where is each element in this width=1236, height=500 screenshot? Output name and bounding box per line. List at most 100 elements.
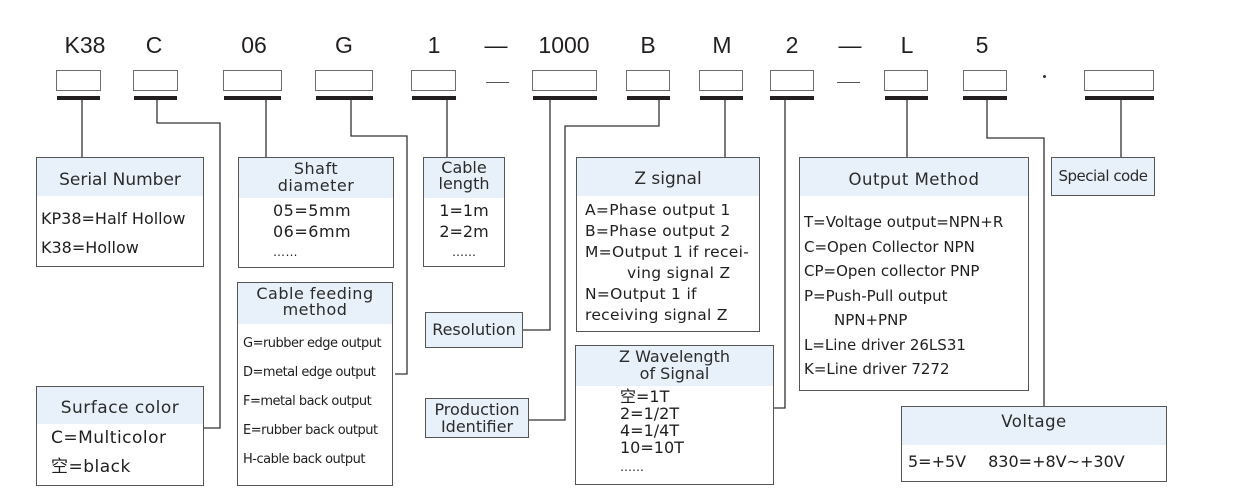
slot-shaft (223, 70, 282, 91)
cable-length-option: 1=1m (439, 201, 489, 220)
code-z-signal: B (640, 32, 656, 58)
surface-color-option: C=Multicolor (51, 428, 167, 448)
separator-dash (486, 82, 509, 83)
z-wavelength-option: 10=10T (620, 438, 684, 457)
output-method-option: K=Line driver 7272 (804, 360, 950, 378)
separator-dot (1043, 75, 1046, 78)
slot-bar (770, 96, 814, 100)
shaft-option-more: …… (273, 245, 298, 259)
z-signal-option: N=Output 1 if (585, 285, 697, 303)
shaft-title-line: Shaft (293, 159, 339, 178)
cable-length-option: 2=2m (439, 222, 489, 241)
z-signal-box: Z signal A=Phase output 1 B=Phase output… (576, 157, 760, 332)
slot-bar (134, 96, 177, 100)
connector-voltage (986, 100, 1045, 406)
slot-cable-feed (315, 70, 373, 91)
z-wavelength-option: 4=1/4T (620, 421, 680, 440)
z-wavelength-option: 空=1T (620, 387, 670, 406)
output-method-box: Output Method T=Voltage output=NPN+R C=O… (799, 157, 1029, 391)
z-signal-option-cont: ving signal Z (627, 264, 731, 282)
slot-bar (627, 96, 670, 100)
slot-bar (963, 96, 1007, 100)
shaft-title-line: diameter (277, 176, 355, 195)
connector-resolution (522, 100, 551, 331)
output-method-title: Output Method (800, 158, 1028, 196)
special-code-label: Special code (1051, 157, 1155, 196)
cable-feeding-option: F=metal back output (243, 394, 372, 409)
serial-option: KP38=Half Hollow (41, 209, 186, 228)
code-shaft: 06 (241, 32, 267, 58)
cable-length-title-line: length (438, 174, 490, 193)
slot-z-wavelength (770, 70, 814, 91)
code-separator-2: — (838, 32, 862, 58)
code-cable-feed: G (335, 32, 353, 58)
slot-bar (533, 96, 597, 100)
output-method-option-cont: NPN+PNP (834, 311, 908, 329)
cable-feeding-title-line: method (282, 300, 348, 319)
surface-color-option: 空=black (51, 457, 131, 477)
output-method-option: T=Voltage output=NPN+R (804, 213, 1004, 231)
shaft-option: 06=6mm (273, 222, 352, 241)
z-signal-option-cont: receiving signal Z (585, 306, 728, 324)
cable-feeding-title-line: Cable feeding (256, 284, 374, 303)
production-identifier-label: Production Identifier (425, 398, 529, 438)
cable-feeding-option: G=rubber edge output (243, 336, 382, 351)
slot-surface-color (133, 70, 178, 91)
cable-feeding-box: Cable feeding method G=rubber edge outpu… (237, 282, 393, 486)
slot-bar (412, 96, 456, 100)
code-separator-1: — (484, 32, 508, 58)
voltage-option: 830=+8V~+30V (988, 452, 1125, 471)
z-wavelength-box: Z Wavelength of Signal 空=1T 2=1/2T 4=1/4… (575, 345, 774, 485)
z-signal-title: Z signal (577, 158, 759, 196)
output-method-option: C=Open Collector NPN (804, 237, 975, 256)
cable-length-box: Cable length 1=1m 2=2m …… (423, 157, 505, 267)
serial-number-title: Serial Number (37, 158, 203, 196)
z-signal-option: M=Output 1 if recei- (585, 243, 750, 261)
slot-bar (700, 96, 743, 100)
code-surface-color: C (145, 32, 163, 58)
slot-bar (1085, 96, 1154, 100)
cable-length-option-more: …… (452, 245, 476, 259)
slot-bar (316, 96, 373, 100)
output-method-option: CP=Open collector PNP (804, 262, 980, 280)
code-z-wavelength: 2 (785, 32, 799, 58)
code-production: M (712, 32, 732, 58)
connector-production (528, 100, 660, 421)
z-wavelength-option-more: …… (620, 460, 644, 474)
z-wavelength-option: 2=1/2T (620, 404, 680, 423)
cable-feeding-option: D=metal edge output (243, 365, 376, 380)
z-wavelength-title-line: of Signal (639, 364, 710, 383)
voltage-title: Voltage (902, 407, 1166, 445)
code-resolution: 1000 (538, 32, 590, 58)
production-identifier-line: Identifier (440, 417, 514, 436)
cable-feeding-option: H-cable back output (243, 452, 365, 467)
z-signal-option: B=Phase output 2 (585, 222, 731, 240)
slot-resolution (532, 70, 597, 91)
code-cable-length: 1 (427, 32, 441, 58)
connector-z-wavelength (773, 100, 786, 409)
slot-special-code (1084, 70, 1154, 91)
slot-production (699, 70, 743, 91)
separator-dash (837, 82, 860, 83)
surface-color-box: Surface color C=Multicolor 空=black (36, 386, 204, 486)
connector-surface-color (156, 100, 221, 429)
voltage-option: 5=+5V (908, 452, 967, 471)
output-method-option: P=Push-Pull output (804, 286, 948, 305)
slot-serial (56, 70, 101, 91)
production-identifier-line: Production (434, 400, 520, 419)
serial-option: K38=Hollow (41, 238, 139, 257)
slot-cable-length (411, 70, 456, 91)
surface-color-title: Surface color (37, 387, 203, 424)
serial-number-box: Serial Number KP38=Half Hollow K38=Hollo… (36, 157, 204, 267)
code-output: L (900, 32, 914, 58)
shaft-option: 05=5mm (273, 201, 352, 220)
code-serial: K38 (64, 32, 106, 58)
voltage-box: Voltage 5=+5V 830=+8V~+30V (901, 406, 1167, 482)
slot-bar (57, 96, 100, 100)
shaft-diameter-box: Shaft diameter 05=5mm 06=6mm …… (238, 157, 394, 268)
z-signal-option: A=Phase output 1 (585, 201, 731, 219)
code-voltage: 5 (975, 32, 989, 58)
slot-voltage (963, 70, 1007, 91)
slot-bar (224, 96, 281, 100)
